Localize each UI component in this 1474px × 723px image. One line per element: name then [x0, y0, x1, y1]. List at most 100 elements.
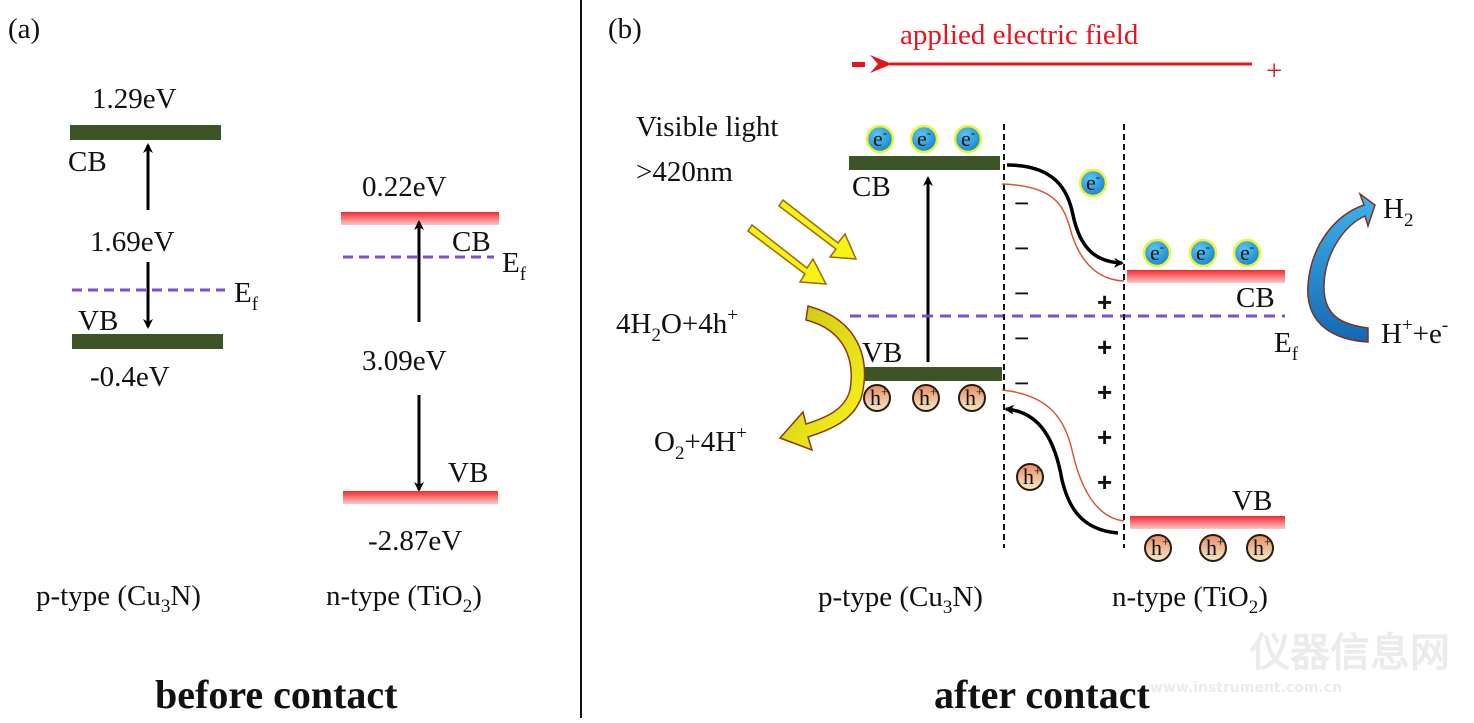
hole-label: h+ — [1206, 534, 1224, 560]
electron-label: e- — [1086, 169, 1100, 195]
n-conduction-band — [341, 212, 499, 225]
hole-label: h+ — [919, 384, 937, 410]
n-vb-label: VB — [448, 457, 488, 489]
hole-label: h+ — [1253, 534, 1271, 560]
panel-a-label: (a) — [8, 13, 40, 45]
oxidation-arrow — [778, 305, 866, 452]
reduction-product: H2 — [1383, 193, 1413, 231]
hole-label: h+ — [1023, 463, 1041, 489]
migrating-electron: e- — [1078, 168, 1108, 198]
electron: e- — [1078, 168, 1108, 198]
p-b-type-name: p-type (Cu3N) — [818, 581, 983, 618]
positive-charge: + — [1097, 332, 1112, 362]
electron: e- — [1188, 238, 1218, 268]
p-band-gap: 1.69eV — [90, 226, 175, 258]
watermark-url: www.instrument.com.cn — [1150, 680, 1342, 696]
n-cb-label: CB — [452, 226, 491, 258]
hole: h+ — [958, 384, 986, 412]
n-b-cb-label: CB — [1236, 282, 1275, 314]
negative-charge: − — [1014, 323, 1029, 353]
hole-label: h+ — [870, 384, 888, 410]
electron-transfer-arrow — [1006, 163, 1124, 268]
panel-b-label: (b) — [608, 13, 642, 45]
light-arrows — [746, 198, 858, 285]
panel-b-p-type: CB VB p-type (Cu3N) — [818, 156, 1002, 618]
hole: h+ — [1246, 534, 1274, 562]
panel-a-caption: before contact — [155, 672, 398, 717]
negative-charge: − — [1014, 188, 1029, 218]
hole-label: h+ — [1151, 534, 1169, 560]
n-cb-energy: 0.22eV — [362, 171, 447, 203]
electron-label: e- — [917, 125, 931, 151]
light-arrow-2 — [746, 223, 828, 285]
n-vb-energy: -2.87eV — [368, 525, 462, 557]
n-b-valence-band — [1130, 516, 1285, 529]
electron-label: e- — [1240, 239, 1254, 265]
reduction-arrow — [1307, 191, 1376, 343]
n-type-name: n-type (TiO2) — [326, 580, 482, 617]
depletion-negative-charges: −−−−− — [1014, 188, 1029, 398]
field-negative-sign — [852, 62, 865, 67]
hole: h+ — [1016, 463, 1044, 491]
n-cb-electrons: e-e-e- — [1142, 238, 1262, 268]
n-b-fermi-label: Ef — [1274, 327, 1299, 365]
electron: e- — [953, 124, 983, 154]
n-valence-band — [343, 491, 498, 504]
electron-label: e- — [873, 125, 887, 151]
positive-charge: + — [1097, 377, 1112, 407]
oxidation-reactant: 4H2O+4h+ — [616, 305, 738, 346]
electron: e- — [1142, 238, 1172, 268]
p-vb-holes: h+ h+ h+ — [863, 384, 986, 412]
hole: h+ — [912, 384, 940, 412]
n-b-type-name: n-type (TiO2) — [1112, 581, 1268, 618]
oxidation-product: O2+4H+ — [654, 423, 747, 464]
p-cb-label: CB — [68, 146, 107, 178]
visible-light-label: Visible light — [636, 111, 778, 143]
hole-label: h+ — [965, 384, 983, 410]
hole-transfer-arrow — [1004, 404, 1119, 535]
p-cb-energy: 1.29eV — [92, 83, 177, 115]
electron: e- — [865, 124, 895, 154]
hole: h+ — [863, 384, 891, 412]
p-b-vb-label: VB — [862, 337, 902, 369]
applied-field-label: applied electric field — [900, 19, 1139, 51]
panel-b-n-type: CB Ef VB n-type (TiO2) — [1112, 270, 1299, 618]
depletion-positive-charges: + + + + + — [1097, 287, 1112, 497]
panel-b-caption: after contact — [934, 672, 1151, 717]
cb-band-bending — [1001, 183, 1125, 282]
reduction-reactant: H++e- — [1381, 315, 1448, 350]
watermark: 仪器信息网 www.instrument.com.cn — [1150, 630, 1450, 696]
negative-charge: − — [1014, 233, 1029, 263]
p-cb-electrons: e-e-e- — [865, 124, 983, 154]
p-type-name: p-type (Cu3N) — [36, 580, 201, 617]
negative-charge: − — [1014, 278, 1029, 308]
electron-label: e- — [961, 125, 975, 151]
light-arrow-1 — [777, 198, 858, 260]
p-b-conduction-band — [849, 156, 1000, 170]
positive-charge: + — [1097, 467, 1112, 497]
hole: h+ — [1199, 534, 1227, 562]
p-valence-band — [72, 334, 223, 349]
positive-charge: + — [1097, 422, 1112, 452]
n-vb-holes: h+ h+ h+ — [1144, 534, 1274, 562]
wavelength-label: >420nm — [636, 156, 733, 188]
vb-band-bending — [1001, 389, 1125, 522]
p-b-valence-band — [852, 367, 1002, 381]
panel-a-p-type: 1.29eV CB 1.69eV Ef VB -0.4eV p-type (Cu… — [36, 83, 259, 617]
positive-charge: + — [1097, 287, 1112, 317]
field-positive-sign: + — [1266, 55, 1282, 87]
p-vb-energy: -0.4eV — [90, 361, 170, 393]
electron: e- — [909, 124, 939, 154]
panel-a-n-type: 0.22eV CB Ef 3.09eV VB -2.87eV n-type (T… — [326, 171, 527, 617]
n-b-vb-label: VB — [1232, 485, 1272, 517]
n-b-conduction-band — [1127, 270, 1285, 283]
panel-b: (b) applied electric field + Visible lig… — [608, 13, 1448, 717]
p-b-cb-label: CB — [852, 171, 891, 203]
n-band-gap: 3.09eV — [362, 345, 447, 377]
hole: h+ — [1144, 534, 1172, 562]
p-vb-label: VB — [78, 305, 118, 337]
watermark-text: 仪器信息网 — [1249, 630, 1450, 676]
electron-label: e- — [1150, 239, 1164, 265]
p-fermi-label: Ef — [234, 277, 259, 315]
p-conduction-band — [70, 125, 221, 140]
